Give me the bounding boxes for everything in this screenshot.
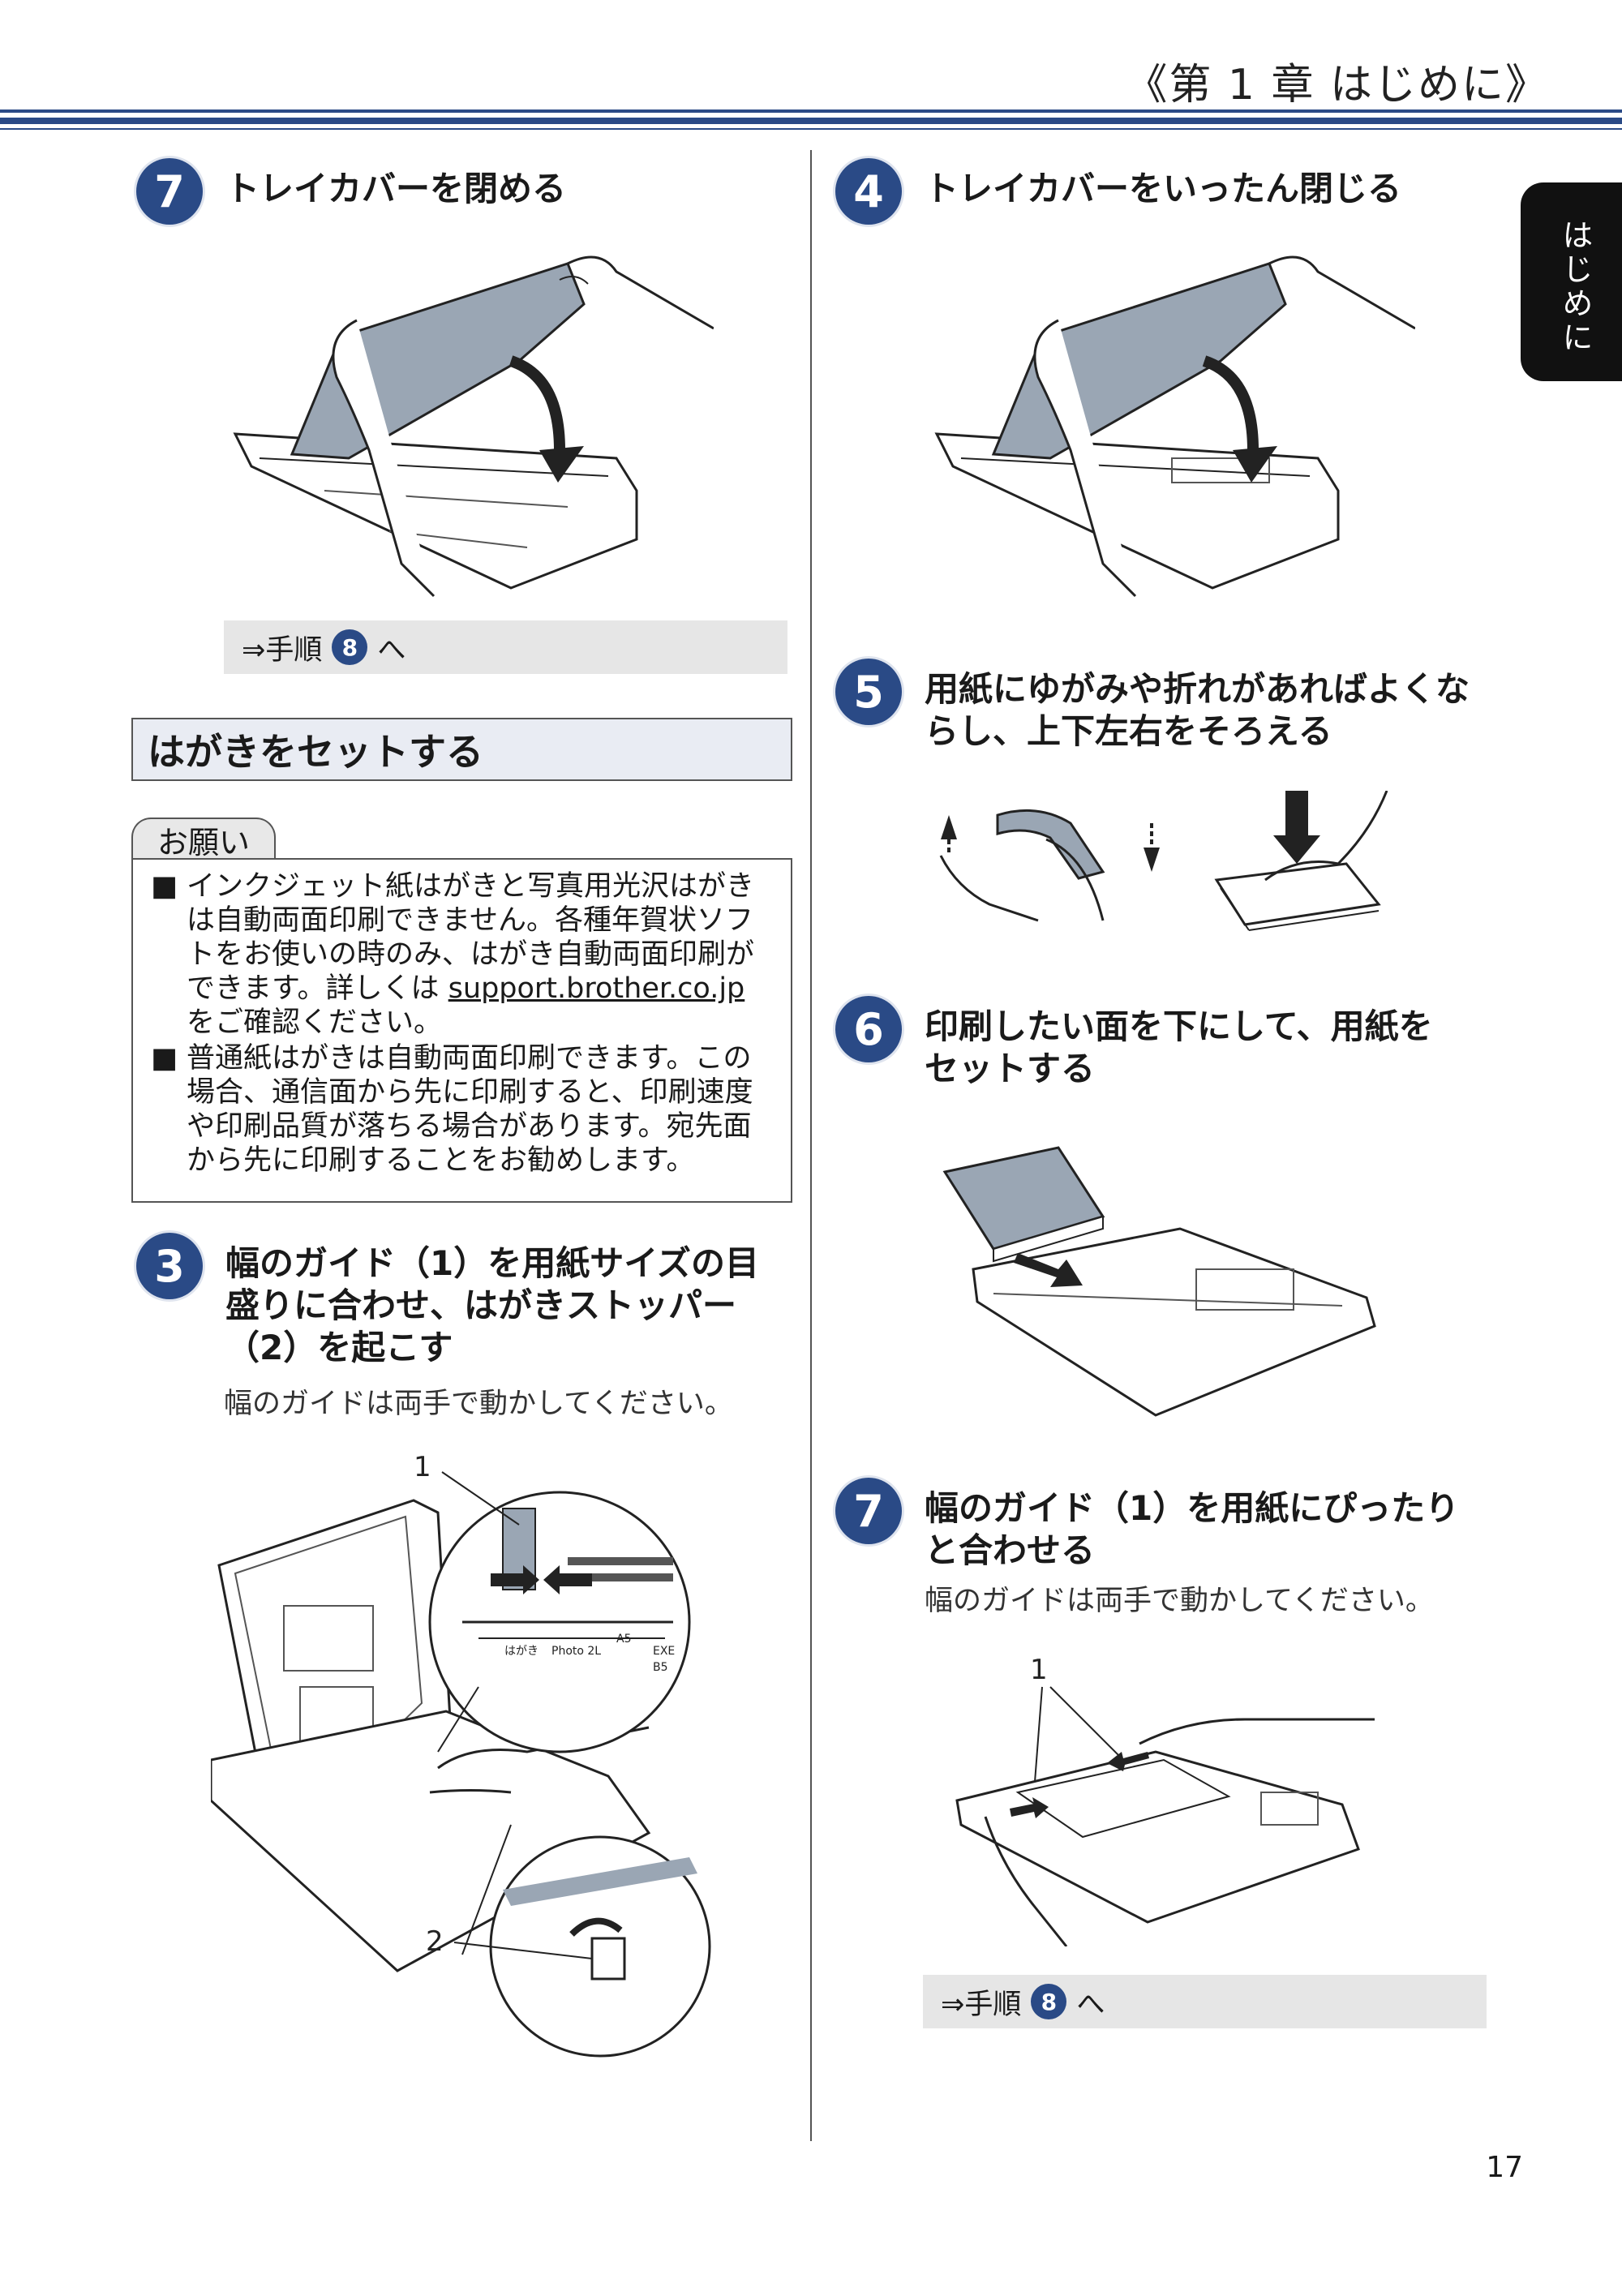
header-rule [0,128,1622,130]
arrow-right-icon [491,1565,539,1594]
step-number-badge: 3 [136,1233,203,1299]
bullet-text: 普通紙はがきは自動両面印刷できます。この場合、通信面から先に印刷すると、印刷速度… [187,1042,753,1177]
step-title: 用紙にゆがみや折れがあればよくな らし、上下左右をそろえる [925,659,1470,753]
step-title: 幅のガイド（1）を用紙サイズの目 盛りに合わせ、はがきストッパー （2）を起こす [225,1233,759,1369]
callout-1: 1 [414,1452,431,1483]
scale-label: B5 [653,1661,668,1674]
goto-step-note: ⇒手順 8 へ [224,620,787,674]
scale-label: EXE [653,1645,675,1658]
step-title: 幅のガイド（1）を用紙にぴったり と合わせる [925,1478,1459,1572]
step-title-line: 印刷したい面を下にして、用紙を [925,1006,1433,1046]
scale-label: Photo 2L [551,1645,601,1658]
scale-label: A5 [616,1633,631,1646]
paper-loading-figure [937,1131,1391,1423]
step-title: トレイカバーをいったん閉じる [925,169,1402,208]
arrow-down-icon [1202,355,1277,483]
arrow-down-icon [1273,791,1320,864]
tray-cover-temporary-close-figure [929,247,1415,604]
goto-step-number[interactable]: 8 [332,629,368,665]
step-7-right: 7 幅のガイド（1）を用紙にぴったり と合わせる [835,1478,1459,1572]
scale-label: はがき [504,1645,539,1658]
step-title-line: 幅のガイド（1）を用紙にぴったり [925,1488,1460,1528]
step-title-line: 盛りに合わせ、はがきストッパー [225,1285,737,1325]
section-title: はがきをセットする [131,718,792,781]
bullet-mark: ■ [151,1042,178,1075]
step-3-left: 3 幅のガイド（1）を用紙サイズの目 盛りに合わせ、はがきストッパー （2）を起… [136,1233,759,1369]
arrow-right-icon [1010,1797,1049,1818]
step-number-badge: 7 [835,1478,902,1544]
arrow-left-icon [543,1565,592,1594]
column-divider [810,150,812,2141]
arrow-left-icon [1107,1752,1149,1771]
step-title: トレイカバーを閉める [225,169,567,208]
paper-aligning-figure [925,791,1403,933]
tray-cover-closing-figure [227,247,714,604]
step-5-right: 5 用紙にゆがみや折れがあればよくな らし、上下左右をそろえる [835,659,1470,753]
goto-step-number[interactable]: 8 [1031,1984,1067,2019]
step-6-right: 6 印刷したい面を下にして、用紙を セットする [835,996,1433,1090]
step-subtext: 幅のガイドは両手で動かしてください。 [925,1585,1434,1617]
step-title-line: 用紙にゆがみや折れがあればよくな [925,669,1470,709]
chapter-side-tab[interactable] [1521,182,1622,381]
goto-step-note: ⇒手順 8 へ [923,1975,1487,2028]
step-title: 印刷したい面を下にして、用紙を セットする [925,996,1433,1090]
goto-suffix: へ [1076,1988,1105,2021]
bullet-text: インクジェット紙はがきと写真用光沢はがきは自動両面印刷できません。各種年賀状ソフ… [187,870,755,1005]
goto-suffix: へ [377,633,406,667]
width-guide-adjust-figure: 1 [953,1654,1375,1946]
step-7-left: 7 トレイカバーを閉める [136,158,566,225]
onegai-box: ■ インクジェット紙はがきと写真用光沢はがきは自動両面印刷できません。各種年賀状… [131,858,792,1203]
page-number: 17 [1486,2151,1523,2184]
arrow-down-icon [508,355,584,483]
header-rule [0,118,1622,124]
step-subtext: 幅のガイドは両手で動かしてください。 [224,1388,733,1420]
goto-prefix: ⇒手順 [242,633,323,667]
step-title-line: （2）を起こす [225,1328,453,1367]
callout-1: 1 [1030,1654,1048,1686]
step-number-badge: 5 [835,659,902,725]
step-4-right: 4 トレイカバーをいったん閉じる [835,158,1401,225]
header-rule [0,109,1622,113]
chapter-title: 《第 1 章 はじめに》 [1125,61,1549,109]
goto-prefix: ⇒手順 [941,1988,1022,2021]
chapter-side-tab-label: はじめに [1557,219,1593,355]
onegai-bullet: ■ 普通紙はがきは自動両面印刷できます。この場合、通信面から先に印刷すると、印刷… [151,1041,773,1178]
onegai-label: お願い [131,818,276,860]
step-number-badge: 7 [136,158,203,225]
onegai-bullet: ■ インクジェット紙はがきと写真用光沢はがきは自動両面印刷できません。各種年賀状… [151,869,773,1040]
step-title-line: セットする [925,1049,1096,1088]
callout-2: 2 [426,1925,444,1958]
step-title-line: 幅のガイド（1）を用紙サイズの目 [225,1243,759,1283]
bullet-text-after: をご確認ください。 [187,1006,443,1039]
step-number-badge: 4 [835,158,902,225]
support-link[interactable]: support.brother.co.jp [448,972,745,1005]
bullet-mark: ■ [151,870,178,903]
arrow-right-icon [1014,1253,1083,1287]
width-guide-figure: はがき Photo 2L A5 EXE B5 1 2 [211,1452,738,2068]
step-number-badge: 6 [835,996,902,1062]
step-title-line: らし、上下左右をそろえる [925,711,1332,751]
step-title-line: と合わせる [925,1530,1096,1570]
